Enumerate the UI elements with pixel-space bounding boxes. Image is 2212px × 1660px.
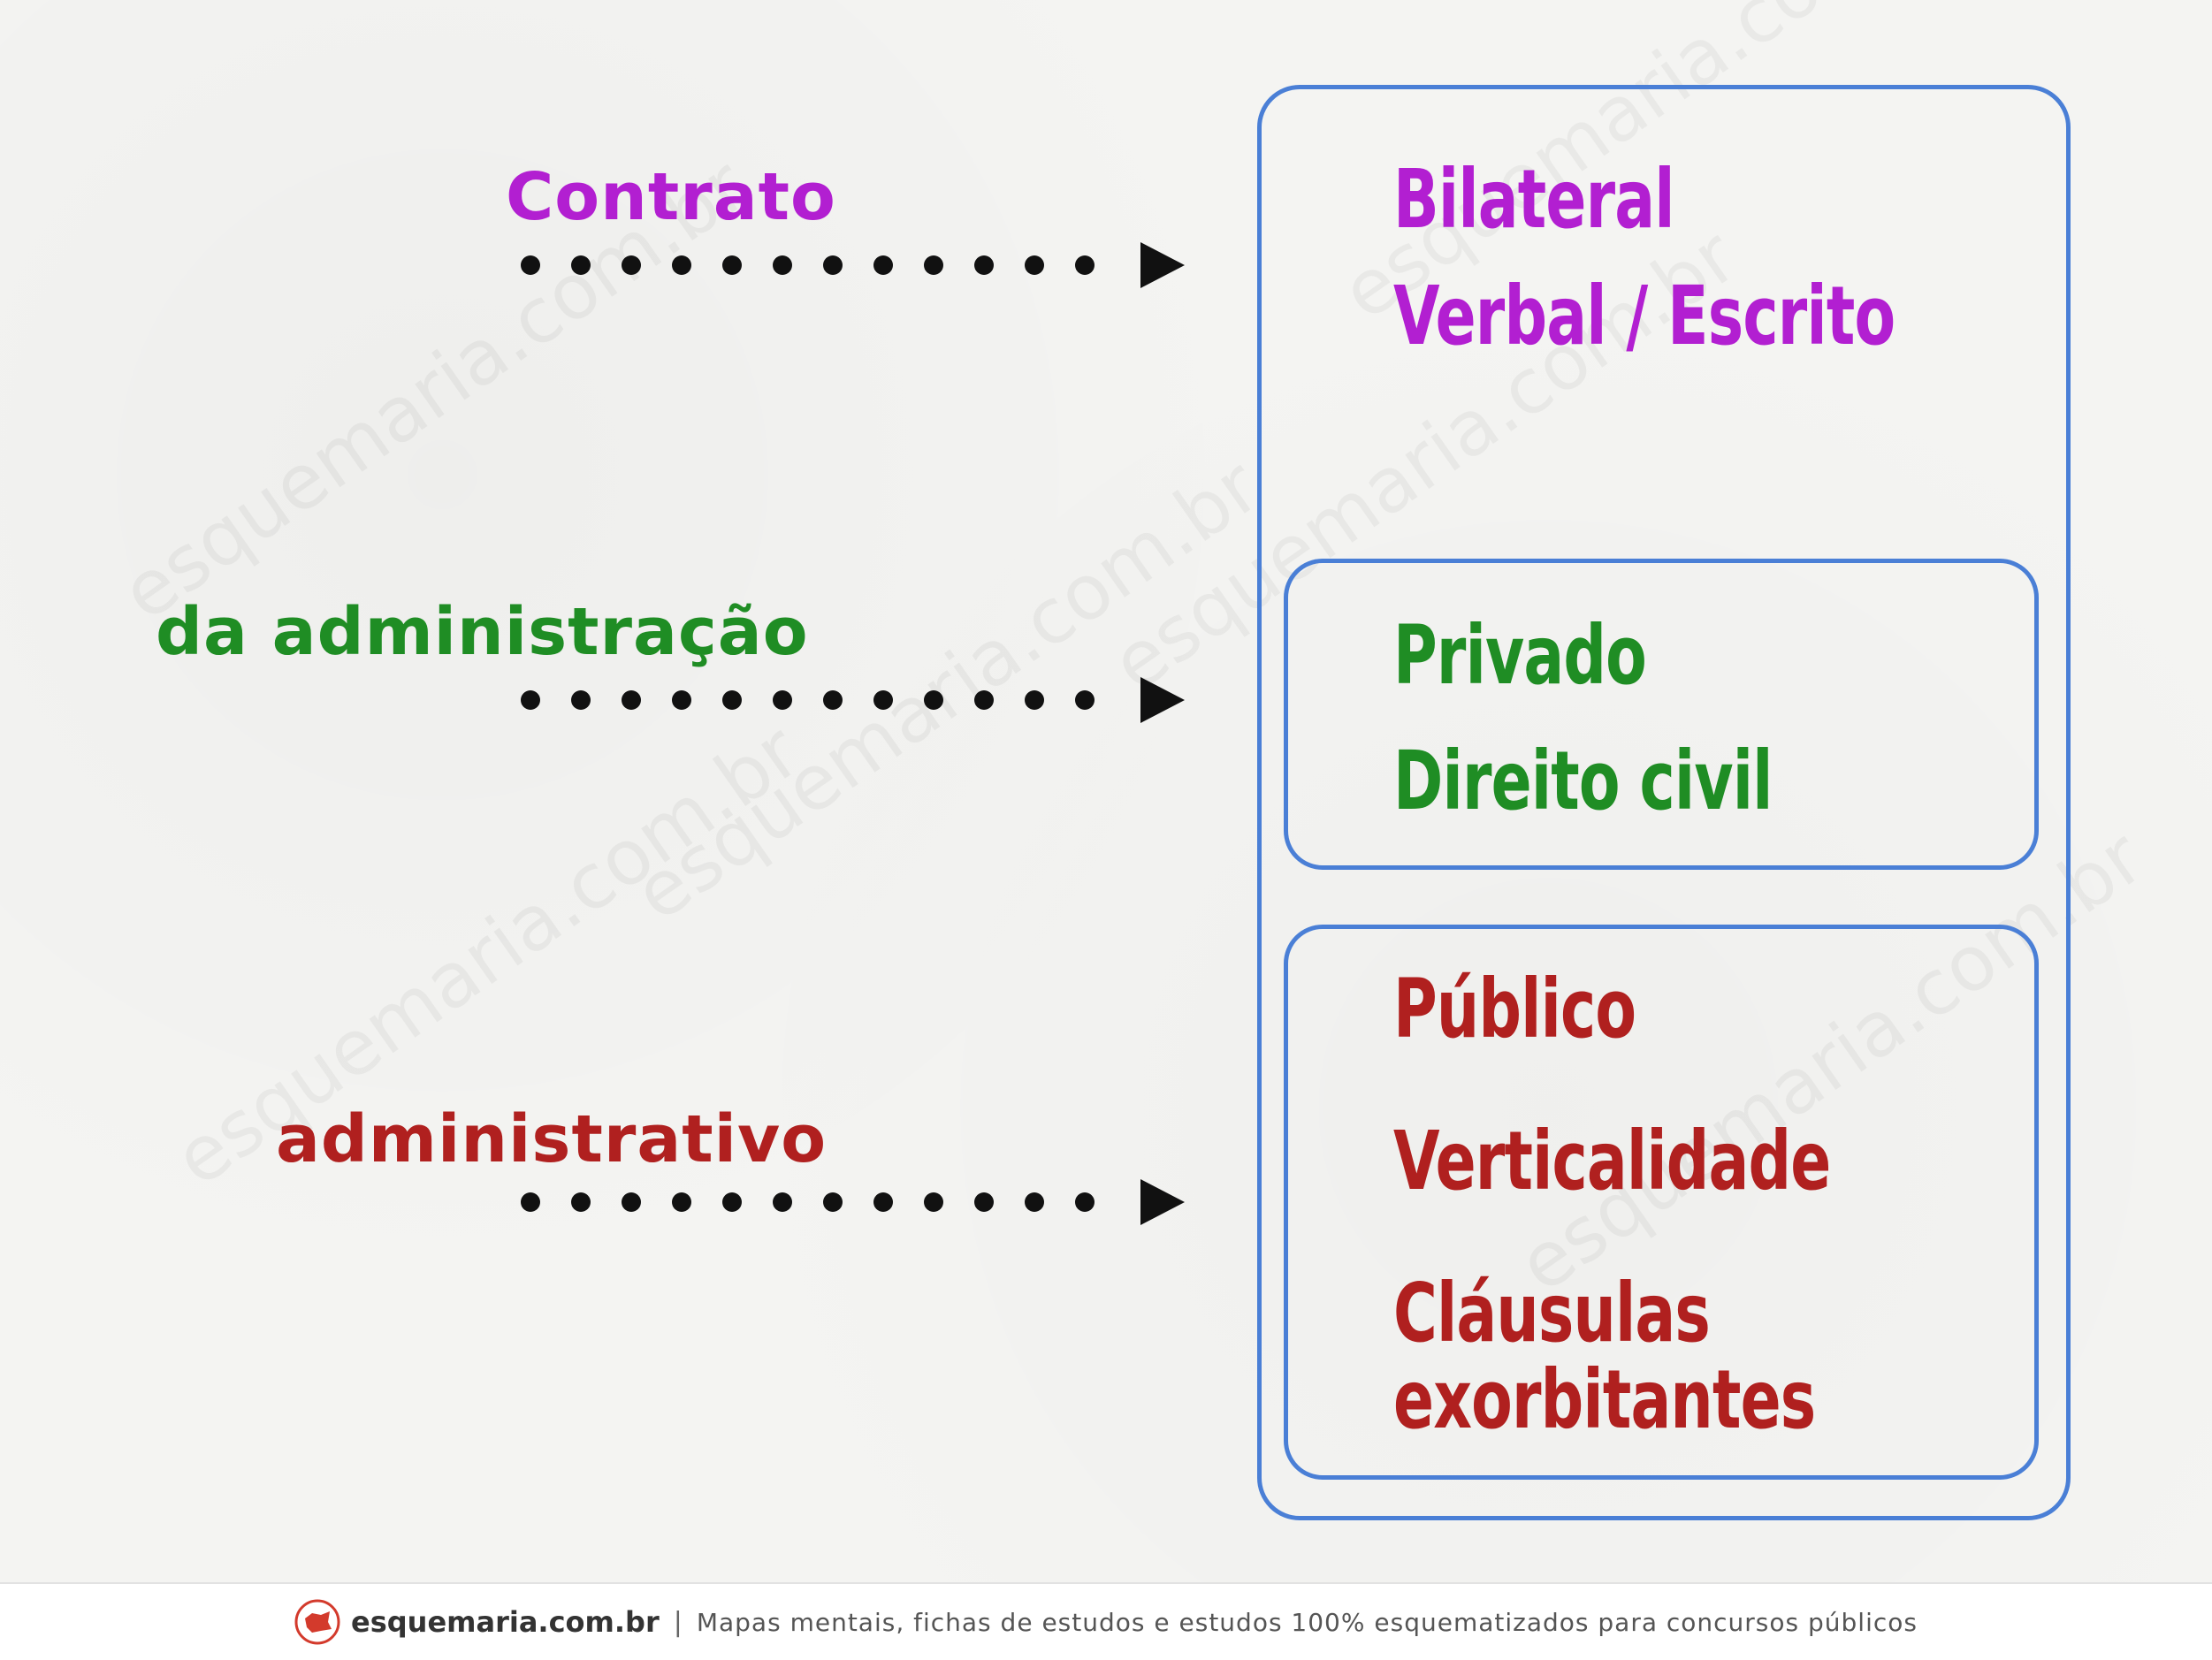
footer-separator: | [673, 1606, 683, 1638]
footer-tagline: Mapas mentais, fichas de estudos e estud… [696, 1607, 1918, 1637]
footer-brand[interactable]: esquemaria.com.br [351, 1605, 660, 1639]
item-clausulas: Cláusulas [1393, 1266, 1711, 1360]
footer: esquemaria.com.br | Mapas mentais, ficha… [0, 1582, 2212, 1660]
label-contrato: Contrato [506, 159, 836, 235]
private-box [1284, 559, 2039, 870]
item-direito-civil: Direito civil [1393, 734, 1773, 828]
public-box [1284, 925, 2039, 1480]
item-bilateral: Bilateral [1393, 152, 1674, 247]
item-privado: Privado [1393, 608, 1647, 703]
paper-background [0, 0, 2212, 1582]
outer-box [1257, 85, 2071, 1520]
dotted-arrow-administrativo [521, 1179, 1185, 1225]
item-exorbitantes: exorbitantes [1393, 1352, 1816, 1447]
item-verticalidade: Verticalidade [1393, 1114, 1831, 1208]
esquemaria-logo-icon [294, 1599, 340, 1645]
item-publico: Público [1393, 962, 1636, 1056]
label-da-administracao: da administração [156, 594, 809, 670]
dotted-arrow-contrato [521, 242, 1185, 288]
footer-content: esquemaria.com.br | Mapas mentais, ficha… [294, 1599, 1918, 1645]
item-verbal-escrito: Verbal / Escrito [1393, 269, 1895, 363]
dotted-arrow-da-administracao [521, 677, 1185, 723]
label-administrativo: administrativo [276, 1101, 828, 1177]
